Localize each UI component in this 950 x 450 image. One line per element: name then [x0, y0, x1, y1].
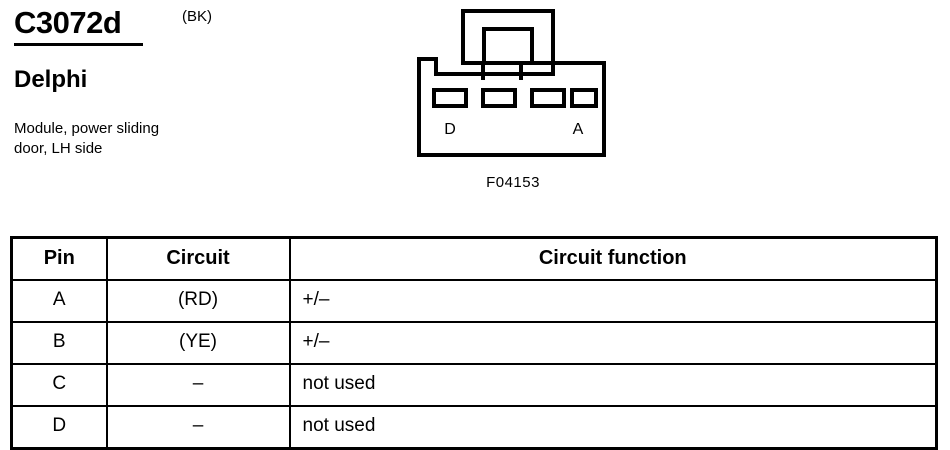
- connector-color-code: (BK): [182, 8, 212, 25]
- table-header-row: Pin Circuit Circuit function: [10, 236, 938, 281]
- cell-function: not used: [288, 405, 938, 450]
- connector-face-svg: D A: [417, 9, 606, 157]
- connector-id-underline: [14, 43, 143, 46]
- column-header-circuit: Circuit: [105, 236, 291, 281]
- cavity-label-a: A: [573, 121, 584, 138]
- locking-tab-inner: [482, 27, 534, 63]
- cell-circuit: (RD): [105, 279, 291, 323]
- figure-code: F04153: [486, 174, 540, 191]
- cavity-label-d: D: [444, 121, 456, 138]
- cavity-d: [432, 88, 468, 108]
- connector-id-row: C3072d (BK): [14, 4, 274, 48]
- cell-function: +/–: [288, 321, 938, 365]
- pin-assignment-table: Pin Circuit Circuit function A (RD) +/– …: [10, 236, 938, 450]
- column-header-function: Circuit function: [288, 236, 938, 281]
- table-row: C – not used: [10, 363, 938, 407]
- connector-description: Module, power sliding door, LH side: [14, 120, 160, 157]
- connector-manufacturer: Delphi: [14, 66, 88, 93]
- cell-circuit: –: [105, 363, 291, 407]
- cell-circuit: –: [105, 405, 291, 450]
- connector-diagram: D A F04153: [408, 0, 618, 200]
- locking-tab-outer: [461, 9, 555, 65]
- connector-header: C3072d (BK) Delphi Module, power sliding…: [14, 4, 274, 157]
- connector-body-outline: [417, 57, 606, 157]
- cell-pin: A: [10, 279, 108, 323]
- cavity-c: [481, 88, 517, 108]
- table-header: Pin Circuit Circuit function: [10, 236, 938, 281]
- cell-function: not used: [288, 363, 938, 407]
- cell-pin: B: [10, 321, 108, 365]
- cell-function: +/–: [288, 279, 938, 323]
- cell-pin: D: [10, 405, 108, 450]
- table-row: B (YE) +/–: [10, 321, 938, 365]
- cell-pin: C: [10, 363, 108, 407]
- table-body: A (RD) +/– B (YE) +/– C – not used D – n…: [10, 279, 938, 450]
- cell-circuit: (YE): [105, 321, 291, 365]
- cavity-a: [570, 88, 598, 108]
- column-header-pin: Pin: [10, 236, 108, 281]
- connector-id: C3072d: [14, 5, 122, 40]
- table-row: D – not used: [10, 405, 938, 450]
- cavity-b: [530, 88, 566, 108]
- table-row: A (RD) +/–: [10, 279, 938, 323]
